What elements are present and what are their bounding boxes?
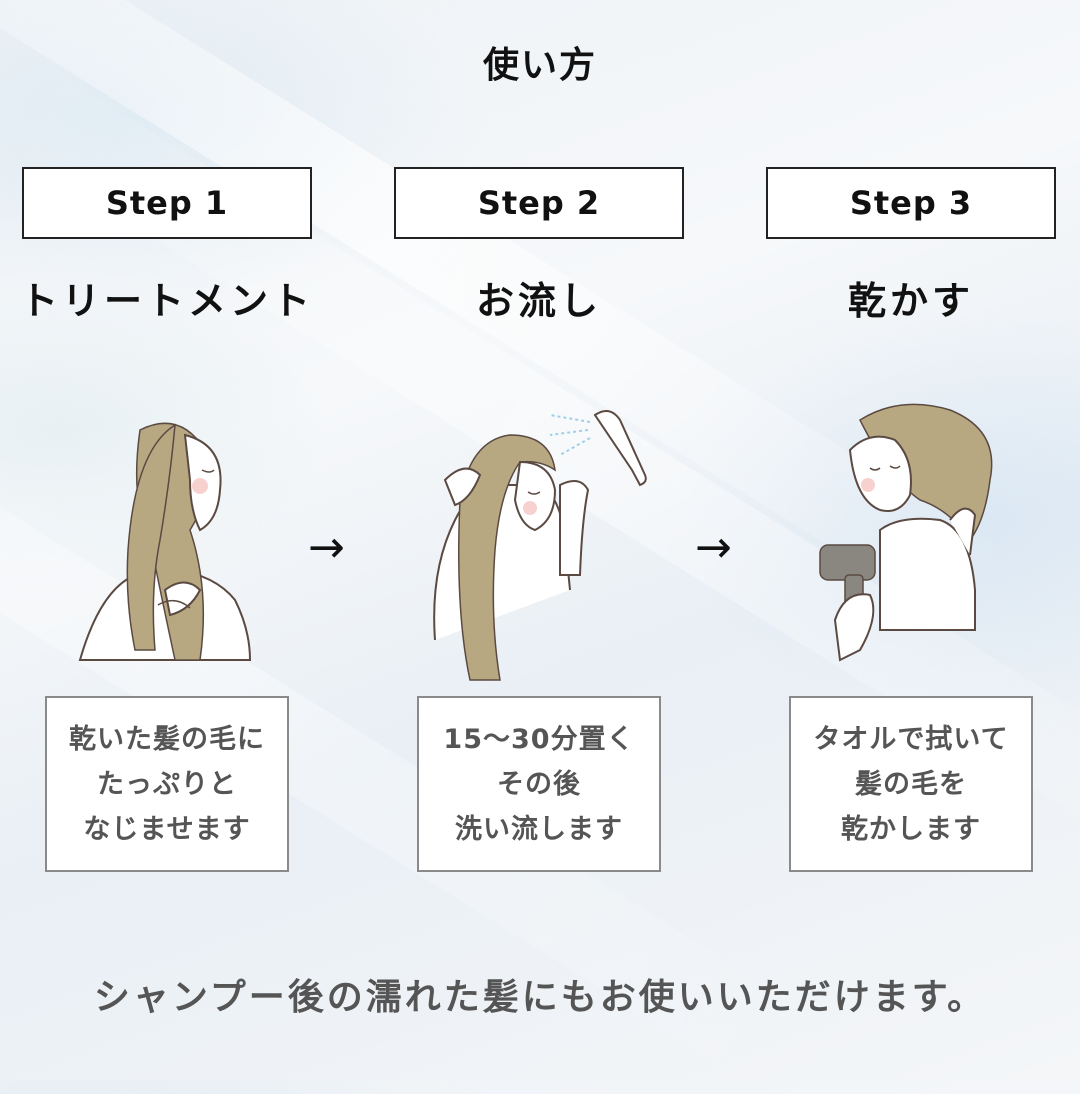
desc-line: 15〜30分置く — [443, 723, 635, 755]
desc-line: なじませます — [83, 813, 251, 845]
arrow-icon: → — [695, 522, 732, 573]
dry-illustration — [819, 403, 993, 662]
desc-line: 乾かします — [841, 813, 981, 845]
step-3-label-box: Step 3 — [766, 167, 1056, 239]
step-3-label: Step 3 — [849, 184, 973, 222]
step-3-description: タオルで拭いて 髪の毛を 乾かします — [789, 696, 1033, 872]
desc-line: その後 — [497, 768, 581, 800]
desc-line: タオルで拭いて — [813, 723, 1009, 755]
footer-note: シャンプー後の濡れた髪にもお使いいただけます。 — [93, 977, 987, 1018]
step-1-description: 乾いた髪の毛に たっぷりと なじませます — [45, 696, 289, 872]
desc-line: 乾いた髪の毛に — [69, 723, 265, 755]
step-2-label: Step 2 — [477, 184, 601, 222]
step-2-name: お流し — [475, 279, 602, 323]
step-2-label-box: Step 2 — [394, 167, 684, 239]
treatment-illustration — [78, 422, 252, 661]
step-2-description: 15〜30分置く その後 洗い流します — [417, 696, 661, 872]
desc-line: たっぷりと — [97, 768, 237, 800]
step-1-label: Step 1 — [105, 184, 229, 222]
rinse-illustration — [433, 410, 647, 681]
step-3-name: 乾かす — [847, 279, 974, 323]
page-title: 使い方 — [482, 45, 597, 86]
desc-line: 髪の毛を — [855, 768, 967, 800]
step-1-label-box: Step 1 — [22, 167, 312, 239]
desc-line: 洗い流します — [455, 813, 623, 845]
arrow-icon: → — [308, 522, 345, 573]
step-1-name: トリートメント — [19, 279, 314, 323]
